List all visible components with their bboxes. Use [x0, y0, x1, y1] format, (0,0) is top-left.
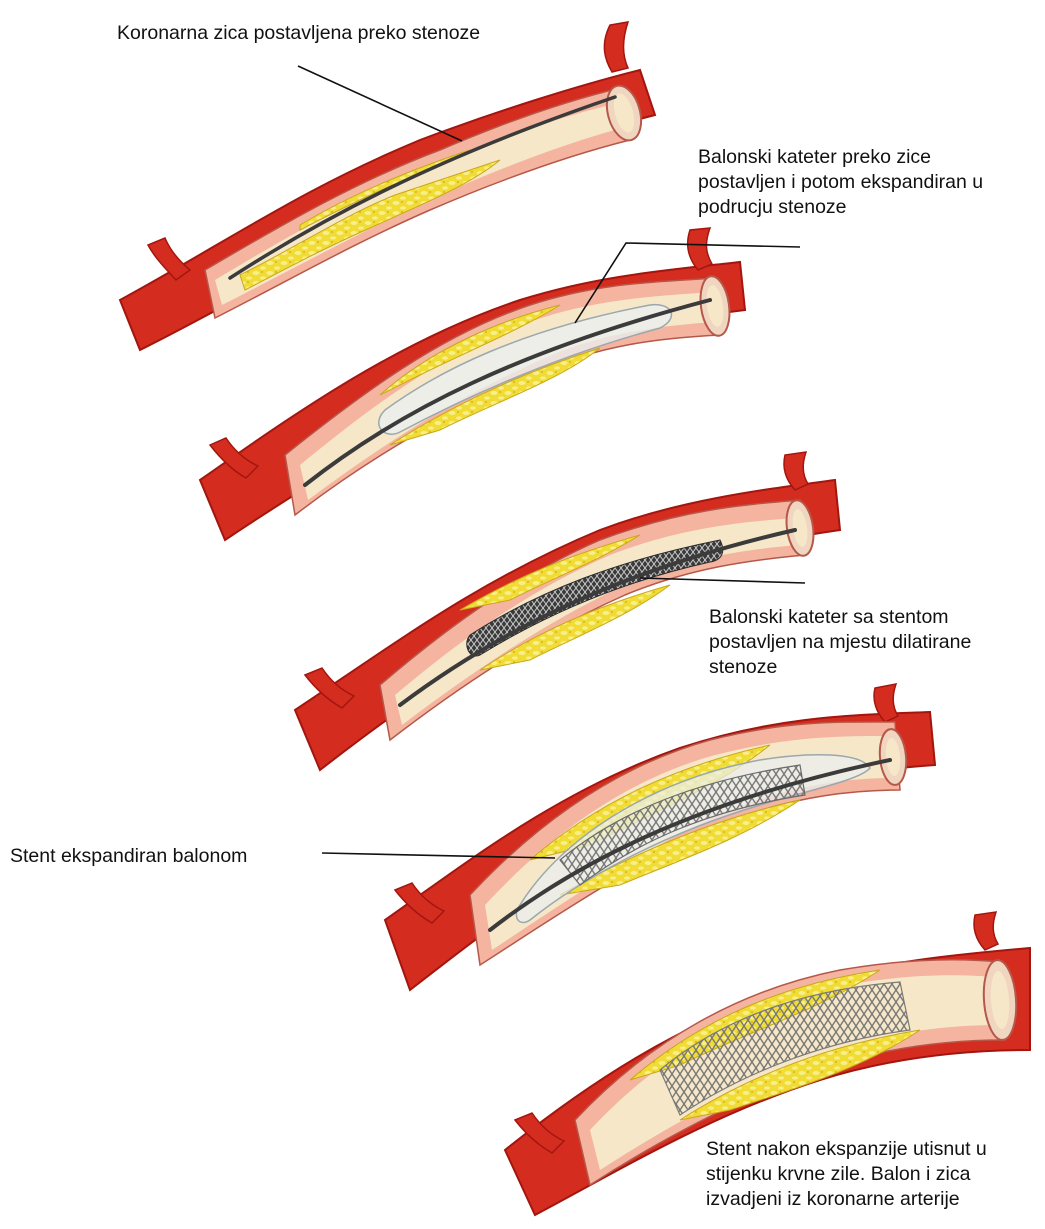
- leader-line-guidewire: [298, 66, 462, 141]
- label-final-line-2: stijenku krvne zile. Balon i zica: [706, 1162, 987, 1187]
- label-guidewire-line-1: Koronarna zica postavljena preko stenoze: [117, 21, 480, 46]
- label-guidewire: Koronarna zica postavljena preko stenoze: [117, 21, 480, 46]
- label-balloon-catheter: Balonski kateter preko zice postavljen i…: [698, 145, 983, 220]
- label-stent-expanded-line-1: Stent ekspandiran balonom: [10, 844, 247, 869]
- label-final: Stent nakon ekspanzije utisnut u stijenk…: [706, 1137, 987, 1212]
- label-stent-placed-line-1: Balonski kateter sa stentom: [709, 605, 971, 630]
- label-stent-placed: Balonski kateter sa stentom postavljen n…: [709, 605, 971, 680]
- label-stent-placed-line-3: stenoze: [709, 655, 971, 680]
- label-balloon-line-3: podrucju stenoze: [698, 195, 983, 220]
- label-balloon-line-2: postavljen i potom ekspandiran u: [698, 170, 983, 195]
- label-final-line-3: izvadjeni iz koronarne arterije: [706, 1187, 987, 1212]
- label-final-line-1: Stent nakon ekspanzije utisnut u: [706, 1137, 987, 1162]
- label-stent-placed-line-2: postavljen na mjestu dilatirane: [709, 630, 971, 655]
- label-balloon-line-1: Balonski kateter preko zice: [698, 145, 983, 170]
- label-stent-expanded: Stent ekspandiran balonom: [10, 844, 247, 869]
- vessel-stage-4: [385, 684, 935, 990]
